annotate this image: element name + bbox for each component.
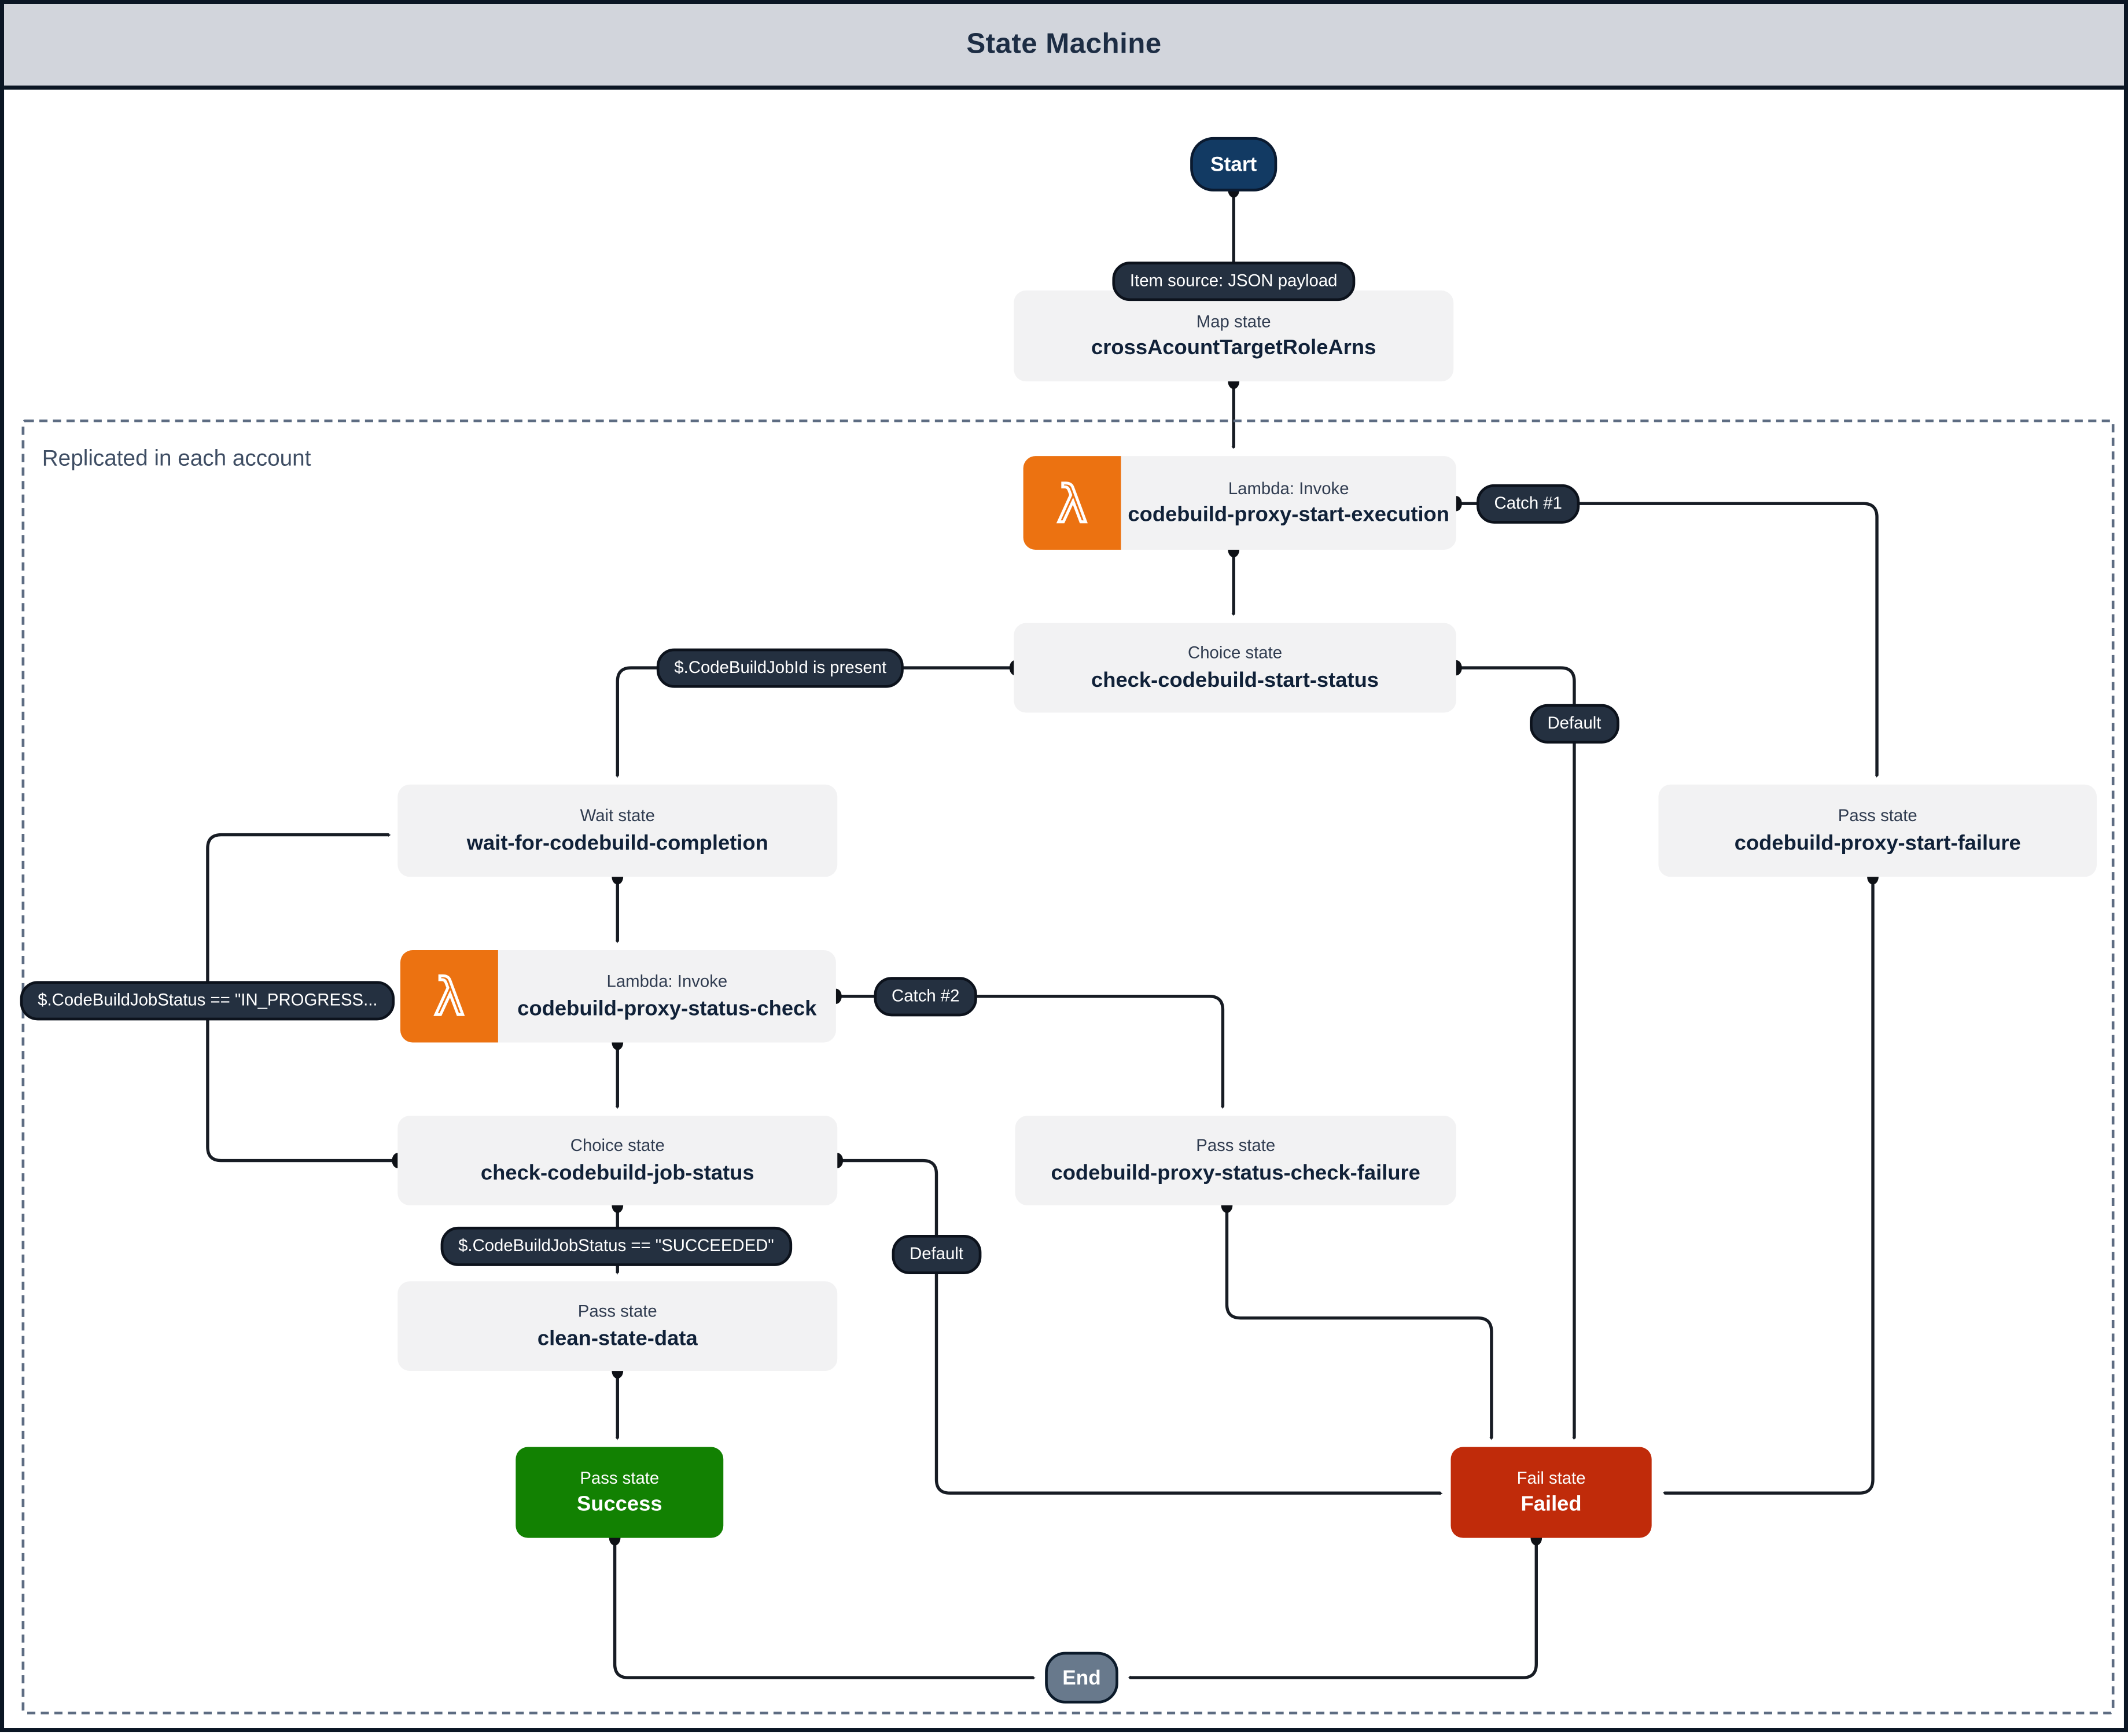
- start-node: Start: [1190, 137, 1277, 192]
- state-lambda-status-check[interactable]: λ Lambda: Invoke codebuild-proxy-status-…: [400, 950, 836, 1043]
- edge-label-default-job: Default: [892, 1234, 981, 1274]
- state-choice-start-status[interactable]: Choice state check-codebuild-start-statu…: [1014, 623, 1456, 713]
- state-clean-state-data[interactable]: Pass state clean-state-data: [397, 1281, 838, 1371]
- start-label: Start: [1210, 152, 1257, 176]
- state-wait-for-codebuild-completion[interactable]: Wait state wait-for-codebuild-completion: [397, 784, 838, 877]
- state-choice-job-status[interactable]: Choice state check-codebuild-job-status: [397, 1116, 838, 1205]
- state-status-check-failure[interactable]: Pass state codebuild-proxy-status-check-…: [1015, 1116, 1456, 1205]
- edge-label-succeeded: $.CodeBuildJobStatus == "SUCCEEDED": [440, 1226, 792, 1266]
- edge-label-catch1: Catch #1: [1477, 484, 1580, 523]
- edge-label-jobid-present: $.CodeBuildJobId is present: [656, 648, 904, 687]
- svg-text:λ: λ: [434, 967, 464, 1027]
- edge-label-item-source: Item source: JSON payload: [1112, 262, 1355, 300]
- page-title: State Machine: [966, 28, 1162, 60]
- end-label: End: [1062, 1666, 1101, 1690]
- lambda-icon: λ: [1023, 456, 1121, 550]
- state-success[interactable]: Pass state Success: [516, 1447, 724, 1538]
- edge-label-in-progress: $.CodeBuildJobStatus == "IN_PROGRESS...: [20, 981, 396, 1020]
- lambda-icon: λ: [400, 950, 498, 1043]
- end-node: End: [1045, 1652, 1118, 1704]
- replicated-region-container: [21, 419, 2115, 1715]
- edge-label-default-start: Default: [1530, 704, 1619, 743]
- state-lambda-start-execution[interactable]: λ Lambda: Invoke codebuild-proxy-start-e…: [1023, 456, 1456, 550]
- state-map[interactable]: Map state crossAcountTargetRoleArns: [1014, 290, 1454, 382]
- title-bar: State Machine: [4, 4, 2124, 90]
- state-start-failure[interactable]: Pass state codebuild-proxy-start-failure: [1658, 784, 2097, 877]
- state-failed[interactable]: Fail state Failed: [1450, 1447, 1652, 1538]
- svg-text:λ: λ: [1057, 474, 1087, 534]
- edge-label-catch2: Catch #2: [874, 977, 977, 1016]
- replicated-region-label: Replicated in each account: [42, 446, 311, 471]
